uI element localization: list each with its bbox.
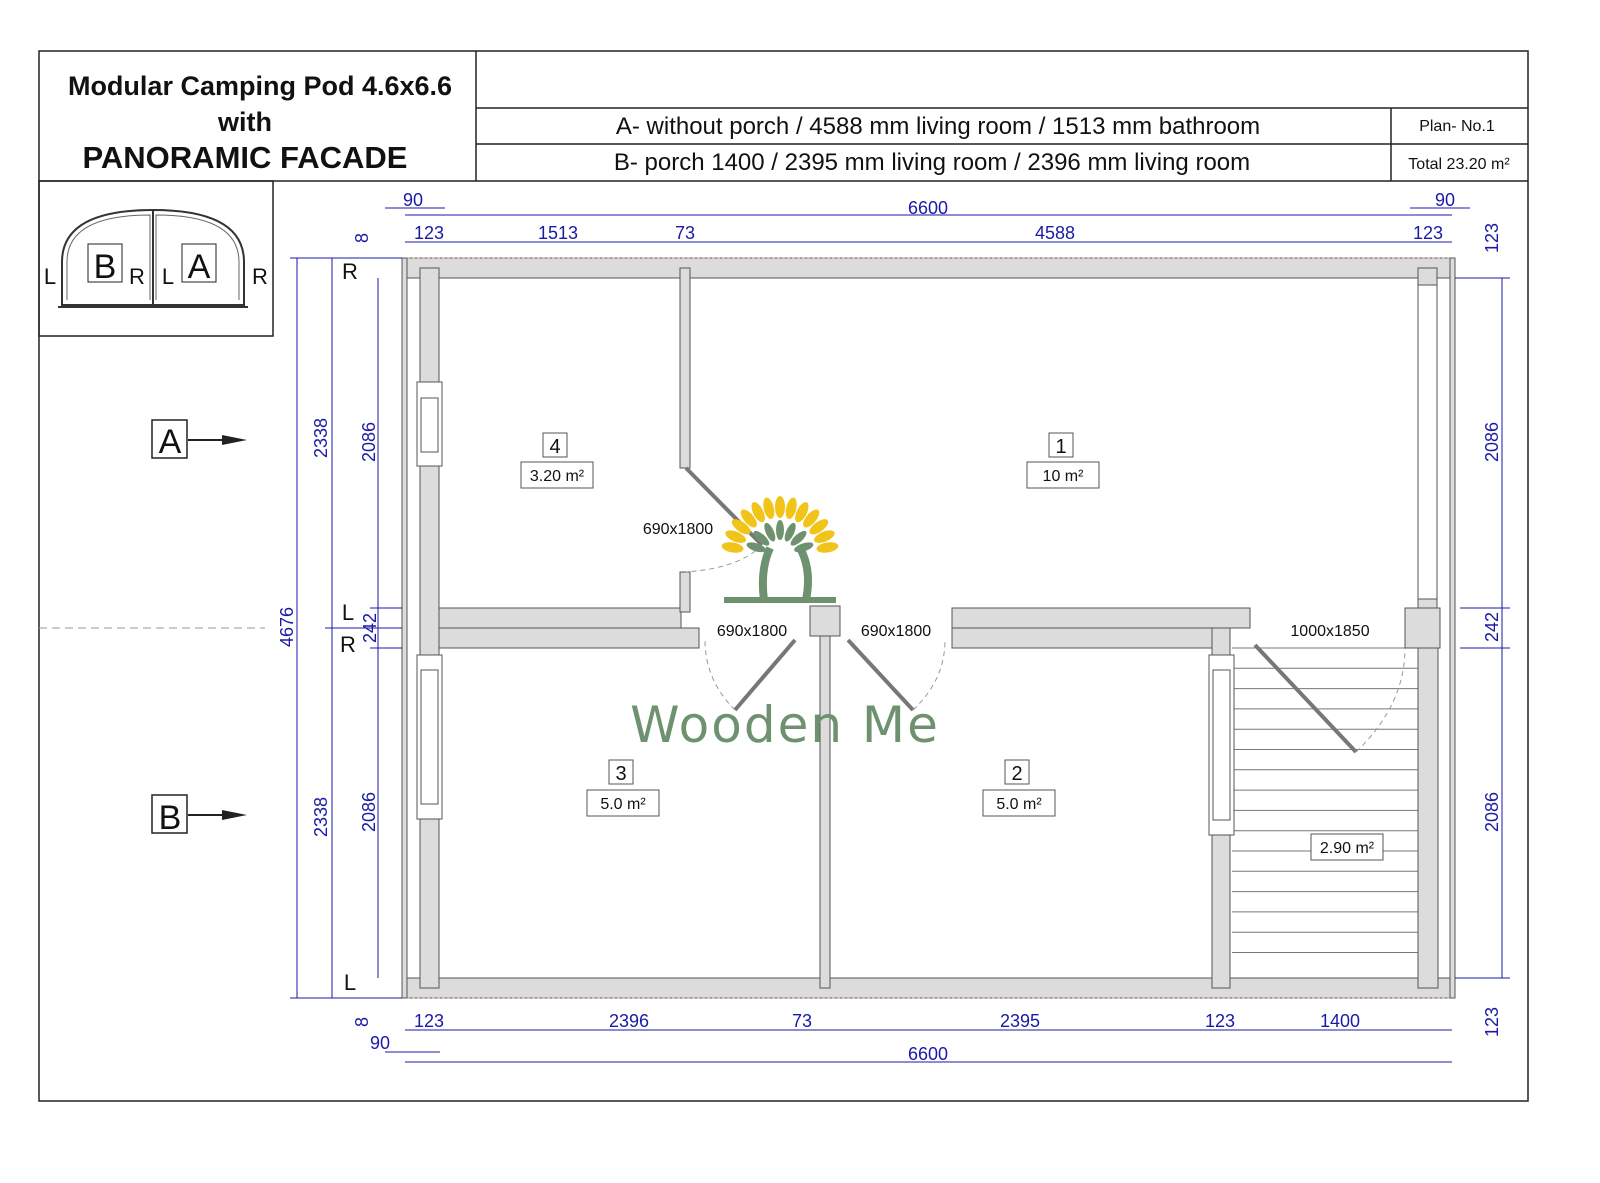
dimension-label: 123 [1413,223,1443,243]
logo-leaf [775,496,785,518]
porch-area: 2.90 m² [1320,840,1375,857]
room-area-box [520,461,594,489]
porch-area-box [1310,833,1384,861]
svg-text:B: B [159,799,182,837]
facade-key-label: B [94,248,117,286]
dimension-label: 242 [360,613,380,643]
room-number: 2 [1011,763,1022,785]
dimension-label: 6600 [908,198,948,218]
dimension-label: 73 [675,223,695,243]
logo-leaf [753,530,770,546]
facade-key: L B R L A R [38,180,274,337]
dimension-label: 1400 [1320,1011,1360,1031]
logo-leaf [809,519,829,535]
dimension-label: 2395 [1000,1011,1040,1031]
side-mark: R [340,632,356,657]
room-area: 3.20 m² [530,468,585,485]
logo-leaf [764,522,776,542]
drawing-frame [38,50,1529,1102]
dimension-label: 242 [1482,612,1502,642]
side-mark: L [344,970,356,995]
dimension-label: 8 [352,1017,372,1027]
logo-leaf [751,502,765,523]
variant-a-description: A- without porch / 4588 mm living room /… [616,113,1260,140]
walls [401,257,1456,999]
dimension-label: 90 [1435,190,1455,210]
dimension-label: 90 [403,190,423,210]
room-number-box [608,759,634,785]
door-size-label: 1000x1850 [1290,623,1369,640]
room-number: 1 [1055,436,1066,458]
dimension-label: 6600 [908,1044,948,1064]
dimension-label: 2086 [359,792,379,832]
dimension-label: 123 [414,1011,444,1031]
dimension-label: 2338 [311,418,331,458]
title-line-2: with [217,107,272,137]
dimension-label: 2396 [609,1011,649,1031]
room-area-box [1026,461,1100,489]
logo-leaf [725,530,746,543]
logo-leaf [795,502,809,523]
dimension-label: 2338 [311,797,331,837]
logo-leaf [814,530,835,543]
side-mark: L [342,600,354,625]
room-number-box [1004,759,1030,785]
room-number: 3 [615,763,626,785]
logo-leaf [785,497,797,520]
door-size-label: 690x1800 [861,623,931,640]
dimension-label: 123 [1482,223,1502,253]
logo-leaf [816,542,839,553]
logo-leaf [784,522,796,542]
logo-leaf [803,509,820,528]
door-size-label: 690x1800 [717,623,787,640]
room-number: 4 [549,436,560,458]
dimension-label: 8 [352,233,372,243]
facade-key-label: R [129,264,145,289]
logo-leaf [721,542,744,553]
title-line-3: PANORAMIC FACADE [83,140,408,175]
logo-leaf [740,509,757,528]
facade-key-label: A [188,248,211,286]
dimension-label: 123 [1482,1007,1502,1037]
logo-leaf [763,497,775,520]
porch-decking [1232,647,1438,953]
total-area: Total 23.20 m² [1408,156,1510,173]
section-marker-a: A [151,419,247,461]
dimension-label: 2086 [359,422,379,462]
room-area-box [586,789,660,817]
logo-leaf [731,519,751,535]
variant-b-description: B- porch 1400 / 2395 mm living room / 23… [614,149,1250,176]
dimension-label: 123 [1205,1011,1235,1031]
room-number-box [1048,432,1074,458]
dimension-label: 2086 [1482,792,1502,832]
logo-leaf [746,542,766,553]
logo-leaf [776,520,784,540]
room-area: 5.0 m² [996,796,1042,813]
facade-key-label: L [44,264,56,289]
side-mark: R [342,259,358,284]
dimension-label: 123 [414,223,444,243]
dimension-label: 4588 [1035,223,1075,243]
room-area: 5.0 m² [600,796,646,813]
dimension-lines [290,207,1510,1063]
logo-leaf [790,530,807,546]
dimension-label: 2086 [1482,422,1502,462]
section-marker-b: B [151,794,247,837]
svg-text:A: A [159,423,182,461]
room-area-box [982,789,1056,817]
room-number-box [542,432,568,458]
title-line-1: Modular Camping Pod 4.6x6.6 [68,71,452,101]
dimension-label: 90 [370,1033,390,1053]
dimension-label: 4676 [277,607,297,647]
room-area: 10 m² [1043,468,1085,485]
wooden-me-logo: Wooden Me [630,496,940,754]
dimension-label: 1513 [538,223,578,243]
door-size-label: 690x1800 [643,521,713,538]
facade-key-label: L [162,264,174,289]
facade-key-label: R [252,264,268,289]
plan-number: Plan- No.1 [1419,118,1495,135]
dimension-label: 73 [792,1011,812,1031]
watermark-text: Wooden Me [630,696,940,754]
